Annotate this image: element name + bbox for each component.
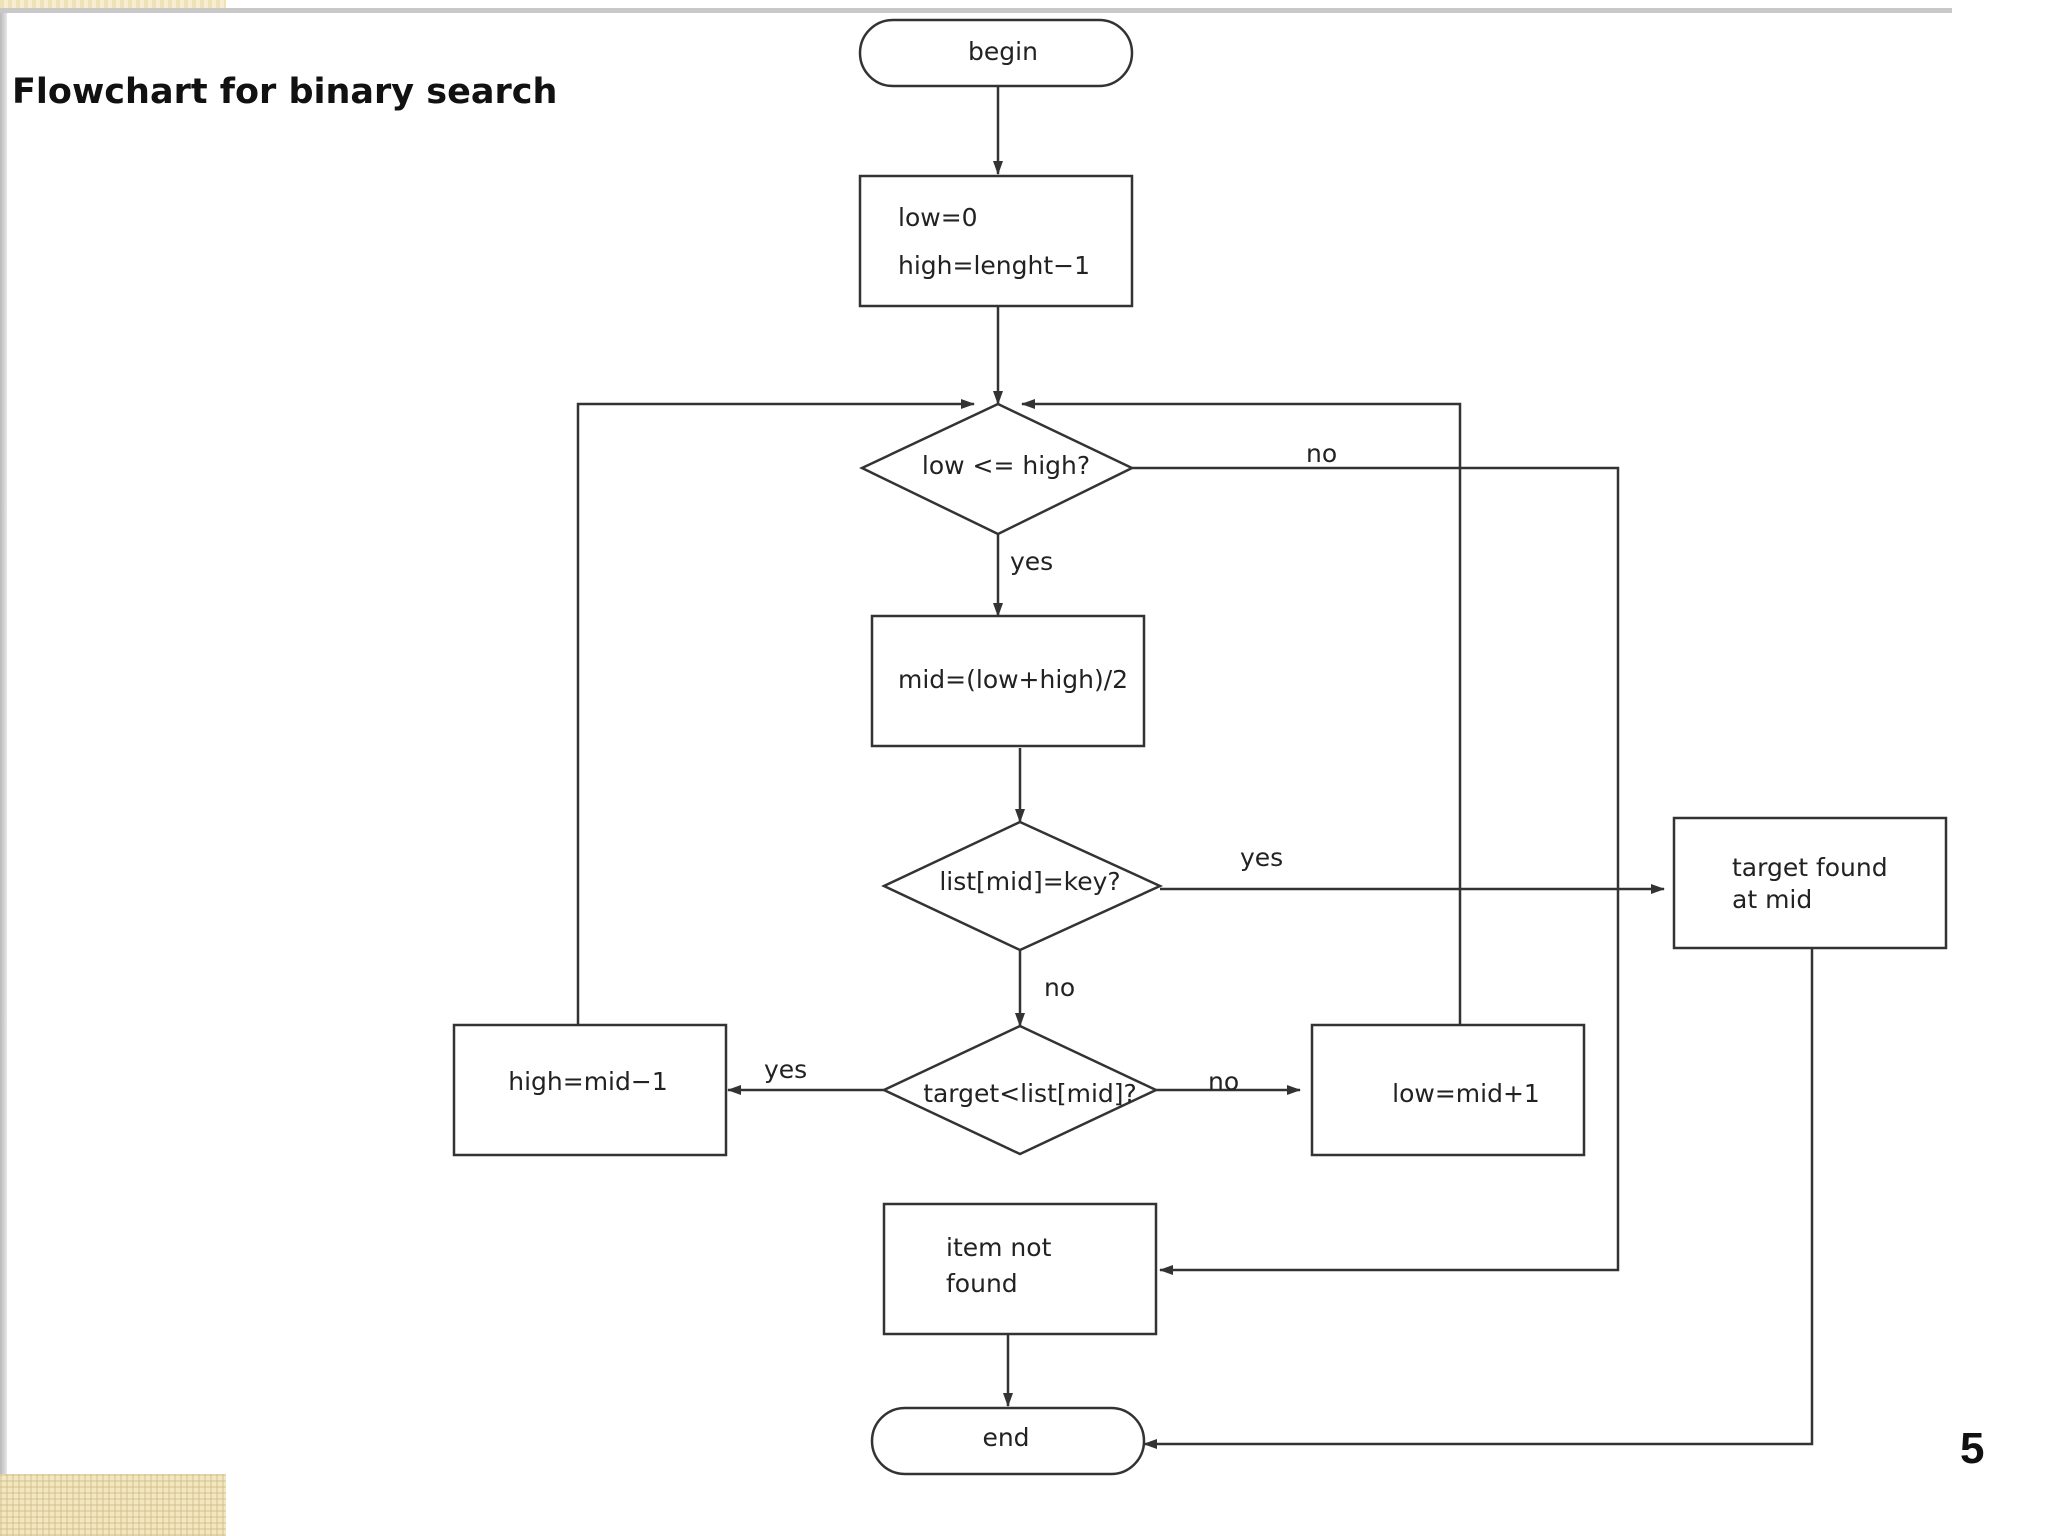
- decorative-corner-bottom: [0, 1474, 226, 1536]
- node-end-shape: [870, 1406, 1146, 1476]
- node-update-low-shape: [1310, 1023, 1586, 1157]
- node-init-shape: [858, 174, 1134, 308]
- node-notfound-label-2: found: [946, 1269, 1018, 1298]
- node-begin-shape: [858, 18, 1134, 88]
- node-loop-cond-label: low <= high?: [922, 451, 1090, 480]
- top-border: [0, 8, 1952, 13]
- edge-high-loopback: [576, 399, 975, 1025]
- node-update-high-shape: [452, 1023, 728, 1157]
- decorative-corner-top: [0, 0, 226, 8]
- left-border: [0, 13, 7, 1474]
- edge-loop-no: [1132, 466, 1620, 1275]
- node-begin-label: begin: [968, 37, 1038, 66]
- node-found-label-1: target found: [1732, 853, 1888, 882]
- node-equal-cond-label: list[mid]=key?: [939, 867, 1120, 896]
- node-notfound-label-1: item not: [946, 1233, 1052, 1262]
- node-compute-mid-shape: [870, 614, 1146, 748]
- slide-title: Flowchart for binary search: [12, 72, 558, 112]
- node-loop-cond-shape: [859, 402, 1135, 536]
- node-init-label-2: high=lenght−1: [898, 251, 1090, 280]
- node-less-cond-shape: [881, 1024, 1159, 1156]
- edge-low-loopback: [1021, 399, 1462, 1025]
- node-found-label-2: at mid: [1732, 885, 1812, 914]
- edge-label-loop-no: no: [1306, 439, 1337, 468]
- edge-found-end: [1143, 948, 1814, 1449]
- node-equal-cond-shape: [881, 820, 1164, 952]
- node-update-low-label: low=mid+1: [1392, 1079, 1540, 1108]
- node-found-shape: [1672, 816, 1948, 950]
- edge-label-less-no: no: [1208, 1067, 1239, 1096]
- node-less-cond-label: target<list[mid]?: [923, 1079, 1137, 1108]
- edge-label-equal-no: no: [1044, 973, 1075, 1002]
- page-number: 5: [1960, 1424, 1985, 1473]
- node-compute-mid-label: mid=(low+high)/2: [898, 665, 1128, 694]
- node-notfound-shape: [882, 1202, 1158, 1336]
- node-init-label-1: low=0: [898, 203, 978, 232]
- node-end-label: end: [982, 1423, 1029, 1452]
- node-update-high-label: high=mid−1: [508, 1067, 667, 1096]
- edge-label-less-yes: yes: [764, 1055, 807, 1084]
- edge-label-loop-yes: yes: [1010, 547, 1053, 576]
- edge-label-equal-yes: yes: [1240, 843, 1283, 872]
